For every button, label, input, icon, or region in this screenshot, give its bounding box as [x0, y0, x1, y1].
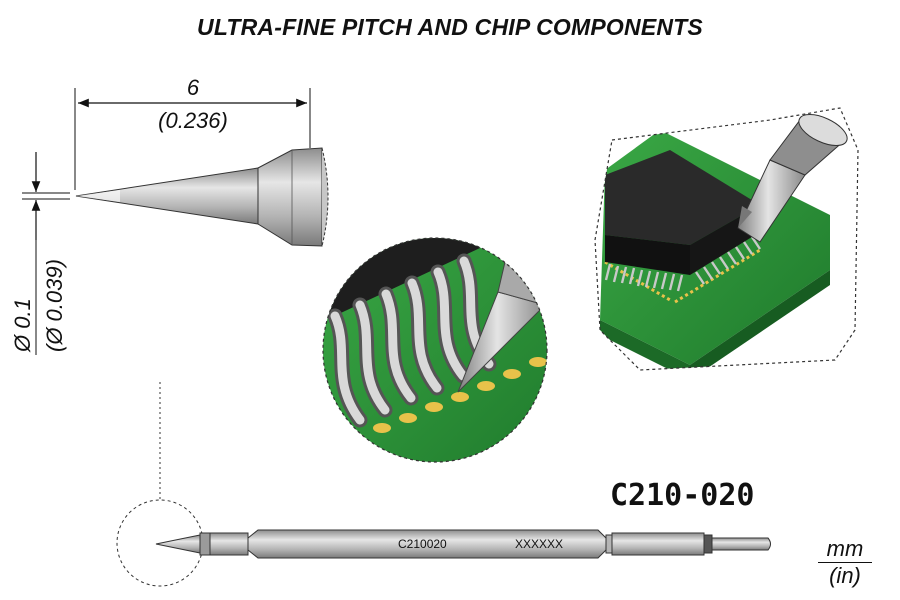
chip-detail	[594, 107, 859, 371]
dimension-drawing: 6 (0.236) Ø 0.1 (Ø 0.039)	[10, 75, 329, 355]
unit-legend: mm (in)	[818, 536, 872, 589]
length-mm-label: 6	[187, 75, 200, 100]
unit-mm: mm	[818, 536, 872, 563]
length-in-label: (0.236)	[158, 108, 228, 133]
page-title: ULTRA-FINE PITCH AND CHIP COMPONENTS	[197, 14, 703, 40]
full-tip-drawing: C210020 XXXXXX	[116, 382, 771, 587]
diameter-mm-label: Ø 0.1	[10, 298, 35, 353]
shaft-serial: XXXXXX	[515, 537, 563, 551]
diameter-in-label: (Ø 0.039)	[42, 259, 67, 352]
shaft-model-code: C210020	[398, 537, 447, 551]
fine-pitch-detail	[322, 237, 548, 463]
tip-profile	[75, 147, 329, 247]
unit-in: (in)	[829, 563, 861, 588]
part-number: C210-020	[610, 478, 755, 513]
